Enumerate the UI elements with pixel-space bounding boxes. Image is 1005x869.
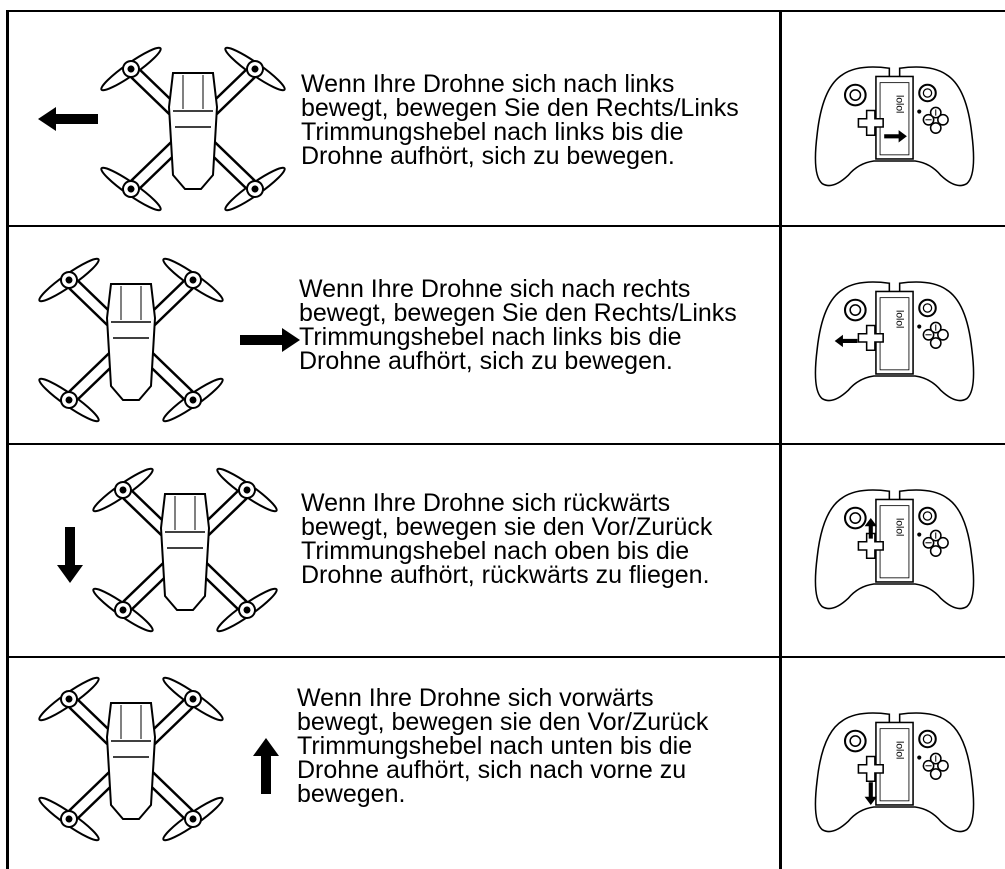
instruction-row-drift-forward: Wenn Ihre Drohne sich vorwärts bewegt, b… (0, 658, 1005, 869)
instruction-text: Wenn Ihre Drohne sich rückwärts bewegt, … (301, 489, 713, 589)
controller-icon: lolol (812, 62, 977, 192)
arrow-up-icon (253, 738, 279, 794)
instruction-text: Wenn Ihre Drohne sich nach rechts bewegt… (299, 275, 737, 375)
drone-icon (98, 34, 288, 224)
controller-icon: lolol (812, 708, 977, 838)
row-divider-2 (6, 443, 1005, 445)
arrow-down-icon (57, 527, 83, 583)
instruction-text: Wenn Ihre Drohne sich nach links bewegt,… (301, 70, 739, 170)
trim-arrow-left-icon (834, 334, 858, 348)
trim-arrow-up-icon (864, 518, 877, 539)
instruction-row-drift-backward: Wenn Ihre Drohne sich rückwärts bewegt, … (0, 445, 1005, 656)
controller-logo: lolol (894, 310, 905, 328)
instruction-row-drift-left: Wenn Ihre Drohne sich nach links bewegt,… (0, 12, 1005, 225)
left-border (6, 10, 9, 869)
row-divider-3 (6, 656, 1005, 658)
instruction-row-drift-right: Wenn Ihre Drohne sich nach rechts bewegt… (0, 227, 1005, 443)
trim-arrow-down-icon (864, 782, 877, 805)
arrow-right-icon (240, 328, 300, 352)
arrow-left-icon (38, 107, 100, 131)
drone-icon (36, 245, 226, 435)
controller-icon: lolol (812, 277, 977, 407)
drone-icon (90, 455, 280, 645)
instruction-text: Wenn Ihre Drohne sich vorwärts bewegt, b… (297, 684, 709, 808)
trim-arrow-right-icon (884, 130, 907, 143)
column-divider (779, 10, 782, 869)
top-border (6, 10, 1005, 12)
controller-logo: lolol (894, 518, 905, 536)
controller-logo: lolol (894, 741, 905, 759)
row-divider-1 (6, 225, 1005, 227)
drone-icon (36, 664, 226, 854)
controller-icon: lolol (812, 485, 977, 615)
controller-logo: lolol (894, 95, 905, 113)
